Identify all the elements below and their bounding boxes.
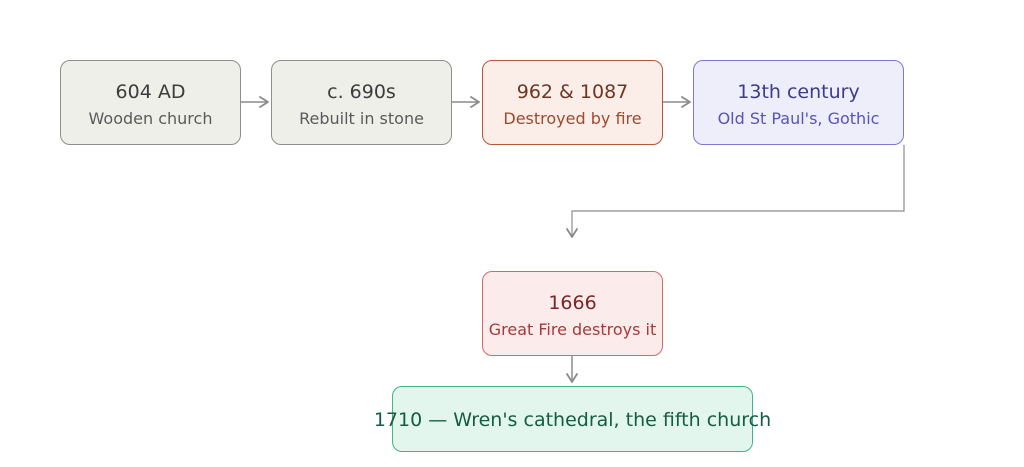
- node-c-690s: c. 690s Rebuilt in stone: [271, 60, 452, 145]
- node-title: 962 & 1087: [516, 81, 629, 103]
- node-962-and-1087: 962 & 1087 Destroyed by fire: [482, 60, 663, 145]
- node-title: 13th century: [737, 81, 860, 103]
- node-subtitle: Old St Paul's, Gothic: [717, 109, 880, 128]
- edge-13th-century-to-1666: [566, 145, 905, 238]
- node-title: 1666: [548, 292, 597, 314]
- node-subtitle: Rebuilt in stone: [299, 109, 424, 128]
- node-1666: 1666 Great Fire destroys it: [482, 271, 663, 356]
- node-1710-wren-cathedral: 1710 — Wren's cathedral, the fifth churc…: [374, 386, 771, 452]
- node-title: 604 AD: [115, 81, 186, 103]
- node-subtitle: Wooden church: [88, 109, 213, 128]
- node-title: 1710 — Wren's cathedral, the fifth churc…: [373, 409, 772, 431]
- node-subtitle: Great Fire destroys it: [488, 320, 657, 339]
- node-13th-century: 13th century Old St Paul's, Gothic: [693, 60, 904, 145]
- node-604-ad: 604 AD Wooden church: [60, 60, 241, 145]
- node-title: c. 690s: [327, 81, 396, 103]
- node-subtitle: Destroyed by fire: [503, 109, 642, 128]
